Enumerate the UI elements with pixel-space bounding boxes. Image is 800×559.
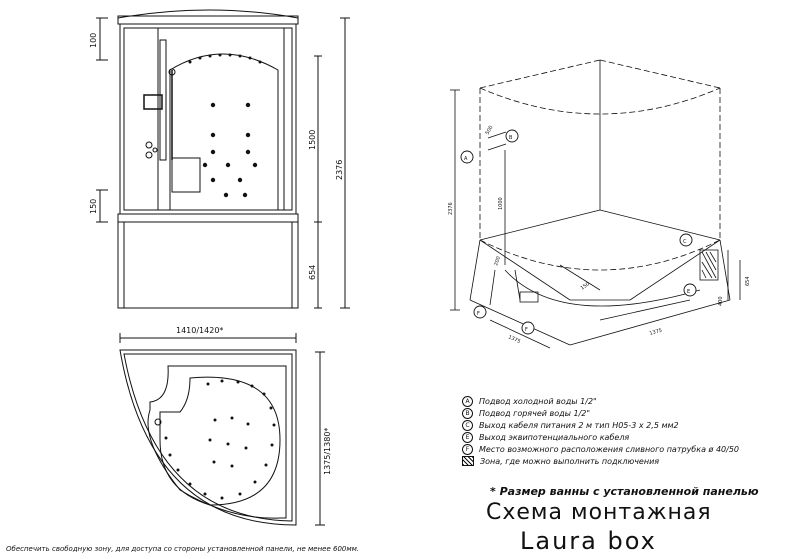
legend-key-f: F bbox=[462, 443, 473, 455]
install-dim-floor-2: 1375 bbox=[649, 328, 663, 337]
legend-text-c: Выход кабеля питания 2 м тип H05-3 x 2,5… bbox=[479, 420, 679, 430]
install-dim-side: 400 bbox=[718, 296, 724, 306]
front-dim-100: 100 bbox=[89, 33, 98, 48]
front-dim-654: 654 bbox=[308, 265, 317, 280]
legend-text-b: Подвод горячей воды 1/2" bbox=[479, 408, 591, 418]
legend-text-a: Подвод холодной воды 1/2" bbox=[479, 396, 597, 406]
legend-key-b: B bbox=[462, 407, 473, 419]
install-dim-height: 2376 bbox=[448, 202, 454, 215]
callout-f-left bbox=[473, 305, 487, 319]
callout-e bbox=[683, 283, 697, 297]
legend-item-e: E Выход эквипотенциального кабеля bbox=[462, 431, 792, 443]
legend-item-f: F Место возможного расположения сливного… bbox=[462, 443, 792, 455]
install-dim-floor-1: 1375 bbox=[507, 334, 521, 345]
callout-a bbox=[460, 150, 474, 164]
callout-f-left-label: F bbox=[477, 311, 480, 317]
legend-item-a: A Подвод холодной воды 1/2" bbox=[462, 395, 792, 407]
install-dim-pipe-a: 500 bbox=[485, 125, 495, 136]
callout-a-label: A bbox=[464, 156, 468, 162]
front-jets bbox=[188, 53, 262, 198]
model-name: Laura box bbox=[520, 527, 657, 555]
legend: A Подвод холодной воды 1/2" B Подвод гор… bbox=[462, 395, 792, 467]
legend-key-c: C bbox=[462, 419, 473, 431]
install-callouts bbox=[460, 129, 697, 335]
front-dim-150: 150 bbox=[89, 199, 98, 214]
callout-c-label: C bbox=[683, 239, 687, 245]
install-dim-box-w: 150 bbox=[580, 281, 591, 291]
top-jets bbox=[164, 379, 276, 500]
callout-f-right-label: F bbox=[525, 327, 528, 333]
install-view bbox=[450, 59, 741, 349]
front-dim-2376: 2376 bbox=[335, 160, 344, 180]
callout-b bbox=[505, 129, 519, 143]
legend-item-b: B Подвод горячей воды 1/2" bbox=[462, 407, 792, 419]
callout-c bbox=[679, 233, 693, 247]
legend-text-f: Место возможного расположения сливного п… bbox=[479, 444, 740, 454]
install-dim-box-h: 200 bbox=[493, 256, 502, 267]
callout-b-label: B bbox=[509, 135, 513, 141]
access-footnote: Обеспечить свободную зону, для доступа с… bbox=[6, 545, 360, 553]
diagram-title: Схема монтажная bbox=[486, 500, 712, 525]
legend-text-e: Выход эквипотенциального кабеля bbox=[479, 432, 630, 442]
callout-f-right bbox=[521, 321, 535, 335]
install-dim-pipe-b: 1000 bbox=[498, 197, 504, 210]
size-note: * Размер ванны с установленной панелью bbox=[490, 485, 759, 498]
top-view bbox=[119, 333, 325, 526]
hatch-swatch bbox=[462, 456, 474, 466]
top-depth-label: 1375/1380* bbox=[323, 428, 332, 475]
front-view bbox=[96, 9, 350, 309]
legend-item-hatch: Зона, где можно выполнить подключения bbox=[462, 455, 792, 467]
front-dim-1500: 1500 bbox=[308, 130, 317, 150]
legend-item-c: C Выход кабеля питания 2 м тип H05-3 x 2… bbox=[462, 419, 792, 431]
legend-key-a: A bbox=[462, 395, 473, 407]
legend-key-e: E bbox=[462, 431, 473, 443]
legend-hatch-text: Зона, где можно выполнить подключения bbox=[480, 456, 660, 466]
callout-e-label: E bbox=[687, 289, 690, 295]
top-width-label: 1410/1420* bbox=[176, 326, 223, 335]
install-dim-power: 654 bbox=[745, 276, 751, 286]
